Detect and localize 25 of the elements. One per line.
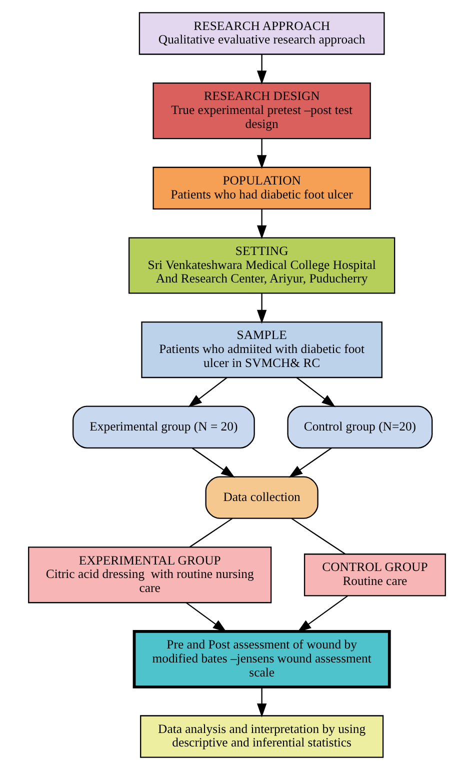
arrow xyxy=(256,209,267,240)
node-box: RESEARCH APPROACH Qualitative evaluative research approach xyxy=(138,12,385,55)
node-box: EXPERIMENTAL GROUP Citric acid dressing with routine nursing care xyxy=(28,546,272,604)
connector xyxy=(189,518,233,548)
node-box: SETTING Sri Venkateshwara Medical College Hospital And Research Center, Ariyur, Puducherry xyxy=(128,237,396,294)
arrow xyxy=(256,294,267,324)
node-box: CONTROL GROUP Routine care xyxy=(304,554,446,596)
arrow xyxy=(256,687,267,718)
arrow xyxy=(186,602,227,632)
node-box: Data analysis and interpretation by using descriptive and inferential statistics xyxy=(140,715,384,758)
arrow xyxy=(297,595,348,632)
node-box: Experimental group (N = 20) xyxy=(72,406,255,448)
node-box: Control group (N=20) xyxy=(287,406,433,448)
node-box: SAMPLE Patients who admiited with diabetic foot ulcer in SVMCH& RC xyxy=(141,322,382,378)
arrow xyxy=(296,377,336,408)
arrow xyxy=(192,448,235,478)
connector xyxy=(291,518,346,554)
node-box: Pre and Post assessment of wound by modified bates –jensens wound assessment scale xyxy=(132,630,391,688)
node-box: Data collection xyxy=(205,476,318,519)
node-box: POPULATION Patients who had diabetic foot ulcer xyxy=(152,166,371,210)
arrow xyxy=(256,54,267,84)
node-box: RESEARCH DESIGN True experimental pretest –post test design xyxy=(152,82,371,140)
arrow xyxy=(188,377,228,408)
arrow xyxy=(288,448,332,478)
arrow xyxy=(256,138,267,170)
